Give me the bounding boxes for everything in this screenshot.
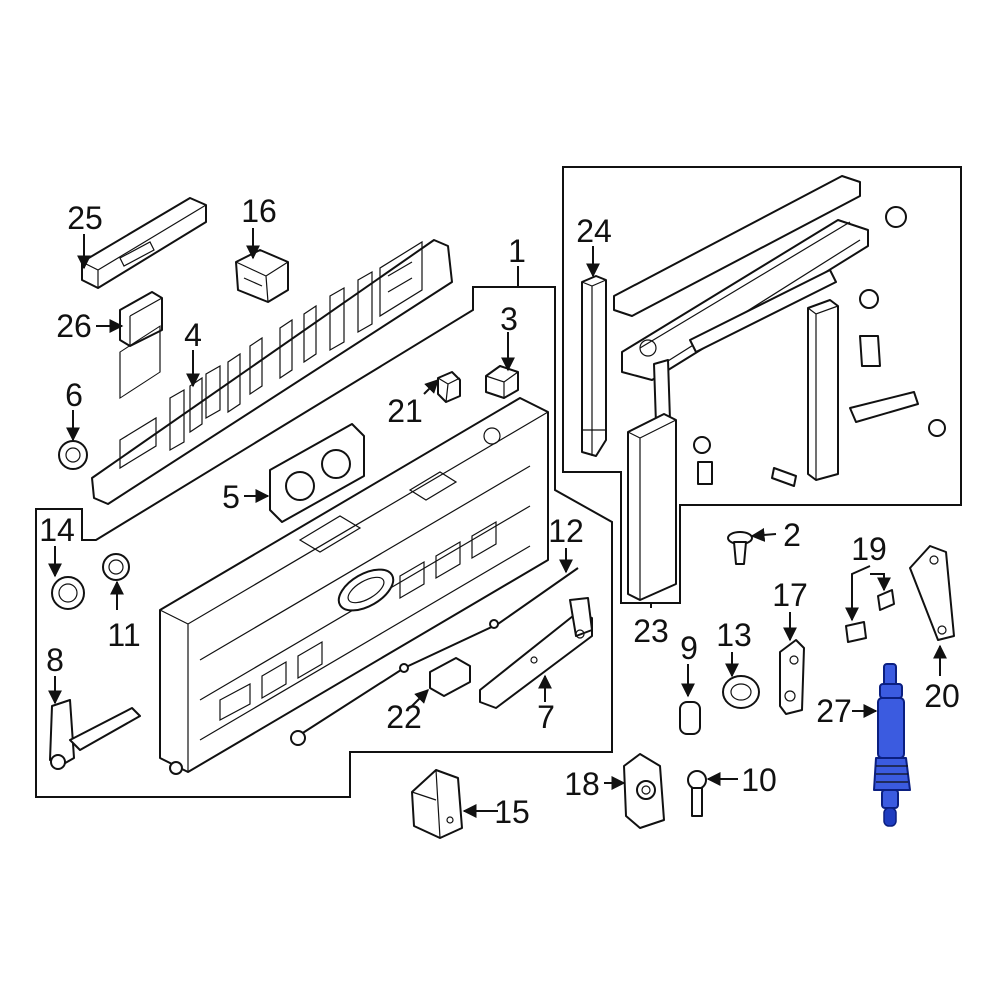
callout-labels: 1 2 3 4 5 6 7 8 9 10 11 12 13 14 15 16 1…: [39, 193, 960, 830]
part-14-grommet[interactable]: [51, 576, 85, 610]
part-26-clip[interactable]: [119, 291, 163, 347]
callout-24[interactable]: 24: [576, 213, 612, 249]
callout-17[interactable]: 17: [772, 577, 808, 613]
callout-19[interactable]: 19: [851, 531, 887, 567]
part-9-plug[interactable]: [679, 701, 701, 735]
callout-10[interactable]: 10: [741, 762, 777, 798]
part-23-step-assembly[interactable]: [613, 175, 869, 601]
callout-23[interactable]: 23: [633, 613, 669, 649]
callout-15[interactable]: 15: [494, 794, 530, 830]
part-11-washer[interactable]: [102, 553, 130, 581]
tailgate-group-outline: [35, 286, 613, 798]
part-18-pivot-bracket[interactable]: [623, 753, 665, 829]
step-hardware[interactable]: [693, 206, 946, 487]
step-assembly-group-outline: [562, 166, 962, 604]
callout-13[interactable]: 13: [716, 617, 752, 653]
callout-8[interactable]: 8: [46, 642, 64, 678]
callout-21[interactable]: 21: [387, 393, 423, 429]
part-4-trim-panel[interactable]: [91, 239, 453, 505]
callout-6[interactable]: 6: [65, 377, 83, 413]
callout-9[interactable]: 9: [680, 630, 698, 666]
callout-12[interactable]: 12: [548, 513, 584, 549]
part-2-bolt[interactable]: [727, 531, 753, 565]
callout-5[interactable]: 5: [222, 479, 240, 515]
callout-14[interactable]: 14: [39, 512, 75, 548]
callout-3[interactable]: 3: [500, 301, 518, 337]
callout-27[interactable]: 27: [816, 693, 852, 729]
part-22-bracket[interactable]: [429, 657, 471, 697]
part-16-bracket[interactable]: [235, 249, 289, 303]
callout-16[interactable]: 16: [241, 193, 277, 229]
callout-7[interactable]: 7: [537, 699, 555, 735]
part-21-clip[interactable]: [437, 371, 461, 403]
callout-4[interactable]: 4: [184, 317, 202, 353]
callout-20[interactable]: 20: [924, 678, 960, 714]
part-6-nut[interactable]: [58, 440, 88, 470]
part-19-pin-and-pad[interactable]: [845, 589, 895, 643]
part-15-hinge[interactable]: [411, 769, 463, 839]
part-27-support-strut-highlighted[interactable]: [873, 663, 911, 827]
part-12-rod[interactable]: [290, 567, 579, 746]
leader-lines: [48, 228, 947, 818]
part-13-striker[interactable]: [722, 675, 760, 709]
callout-2[interactable]: 2: [783, 517, 801, 553]
part-20-bracket[interactable]: [909, 545, 955, 641]
part-24-strut[interactable]: [581, 275, 607, 457]
part-7-latch-bracket[interactable]: [479, 597, 593, 709]
callout-18[interactable]: 18: [564, 766, 600, 802]
callout-11[interactable]: 11: [107, 617, 140, 653]
part-8-hinge-bracket[interactable]: [49, 699, 141, 770]
part-1-tailgate-panel[interactable]: [159, 397, 549, 775]
part-25-end-cap[interactable]: [81, 197, 207, 289]
callout-1[interactable]: 1: [508, 233, 526, 269]
part-17-latch[interactable]: [779, 639, 805, 715]
part-5-handle-bezel[interactable]: [269, 423, 365, 523]
part-10-pin[interactable]: [687, 770, 707, 817]
callout-25[interactable]: 25: [67, 200, 103, 236]
callout-26[interactable]: 26: [56, 308, 92, 344]
callout-22[interactable]: 22: [386, 699, 422, 735]
part-3-bumper[interactable]: [485, 365, 519, 399]
